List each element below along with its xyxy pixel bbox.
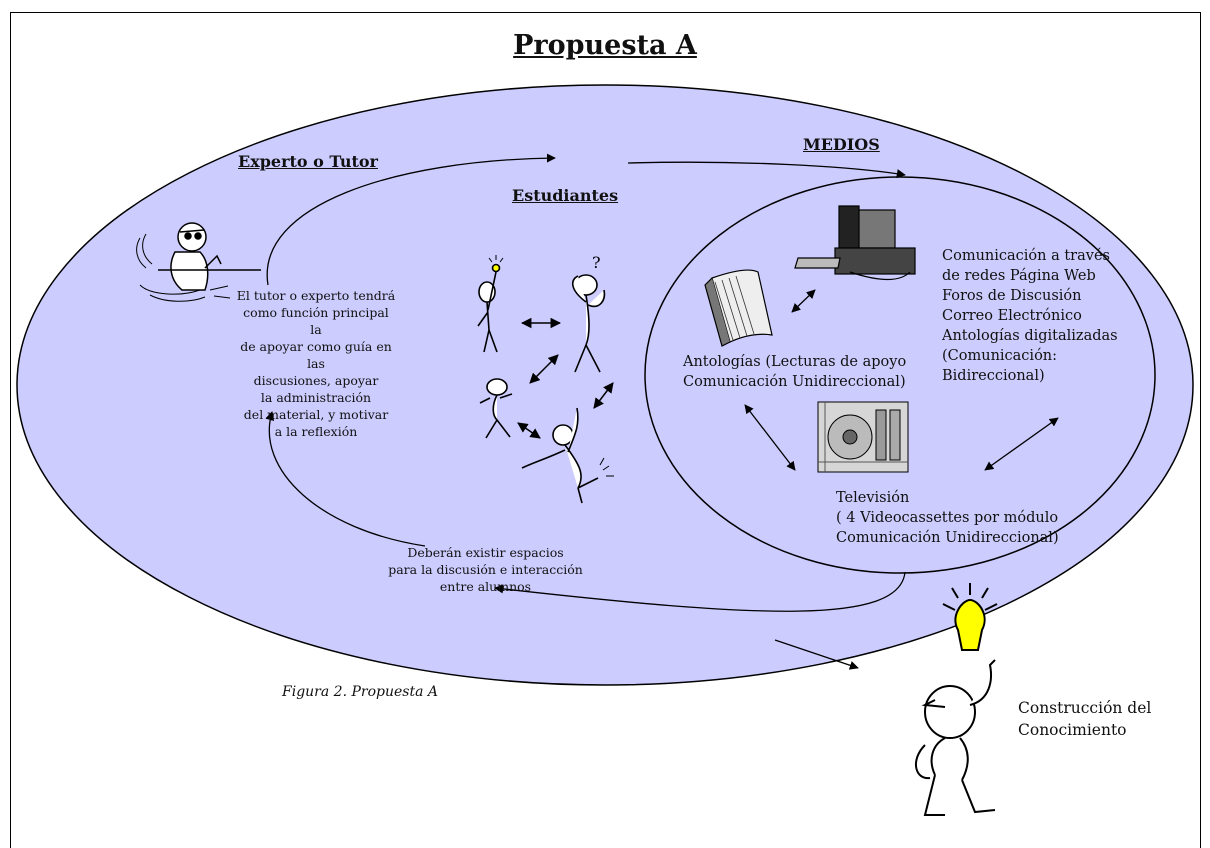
student-gesturing-icon [521, 407, 614, 504]
figure-caption: Figura 2. Propuesta A [282, 684, 438, 700]
networks-line: Comunicación a través [942, 248, 1110, 264]
tutor-figure-icon [136, 222, 261, 302]
networks-line: Bidireccional) [942, 368, 1045, 384]
discussion-description: Deberán existir espacios para la discusi… [388, 544, 583, 595]
media-arrow-3 [984, 417, 1059, 471]
tutor-line: como función principal la [243, 305, 389, 337]
networks-line: Antologías digitalizadas [942, 328, 1118, 344]
networks-line: Foros de Discusión [942, 288, 1082, 304]
networks-line: de redes Página Web [942, 268, 1096, 284]
anthologies-line: Comunicación Unidireccional) [683, 374, 906, 390]
cycle-arrow-to-media [627, 161, 906, 179]
students-arrow-3 [517, 422, 541, 439]
anthologies-line: Antologías (Lecturas de apoyo [683, 354, 907, 370]
knowledge-line: Conocimiento [1018, 721, 1127, 739]
tutor-line: de apoyar como guía en las [240, 339, 392, 371]
knowledge-label: Construcción del Conocimiento [1018, 697, 1151, 741]
discussion-line: para la discusión e interacción [388, 562, 583, 577]
tutor-description: El tutor o experto tendrá como función p… [236, 287, 396, 440]
students-arrow-4 [593, 382, 614, 409]
media-arrow-2 [744, 404, 796, 471]
students-heading: Estudiantes [512, 186, 619, 205]
tutor-line: El tutor o experto tendrá [236, 288, 396, 303]
cycle-arrow-top [266, 153, 556, 286]
networks-line: (Comunicación: [942, 348, 1058, 364]
tutor-line: la administración [260, 390, 372, 405]
computer-icon [794, 205, 916, 281]
networks-label: Comunicación a través de redes Página We… [942, 246, 1118, 386]
page-frame [10, 12, 1201, 848]
page-title: Propuesta A [513, 30, 697, 61]
student-idea-icon [477, 255, 504, 353]
television-line: Comunicación Unidireccional) [836, 530, 1059, 546]
television-label: Televisión ( 4 Videocassettes por módulo… [836, 488, 1059, 548]
television-line: ( 4 Videocassettes por módulo [836, 510, 1059, 526]
expert-heading: Experto o Tutor [238, 152, 378, 171]
students-arrow-2 [529, 354, 559, 384]
knowledge-line: Construcción del [1018, 699, 1152, 717]
svg-text:?: ? [592, 253, 601, 272]
student-thinking-icon [479, 378, 513, 439]
tutor-line: del material, y motivar [243, 407, 389, 422]
media-arrow-1 [791, 289, 816, 313]
arrow-to-knowledge [774, 639, 859, 670]
cycle-arrow-to-tutor [265, 411, 426, 547]
student-question-icon: ? [571, 253, 606, 373]
discussion-line: entre alumnos [439, 579, 532, 594]
television-image-icon [817, 401, 909, 473]
cycle-arrow-back-to-students [494, 571, 906, 612]
media-heading: MEDIOS [803, 135, 880, 154]
tutor-line: a la reflexión [274, 424, 358, 439]
anthology-book-icon [704, 269, 773, 347]
anthologies-label: Antologías (Lecturas de apoyo Comunicaci… [683, 352, 906, 392]
knowledge-figure-icon [915, 583, 998, 816]
networks-line: Correo Electrónico [942, 308, 1082, 324]
television-line: Televisión [836, 490, 910, 506]
tutor-line: discusiones, apoyar [253, 373, 379, 388]
discussion-line: Deberán existir espacios [407, 545, 564, 560]
